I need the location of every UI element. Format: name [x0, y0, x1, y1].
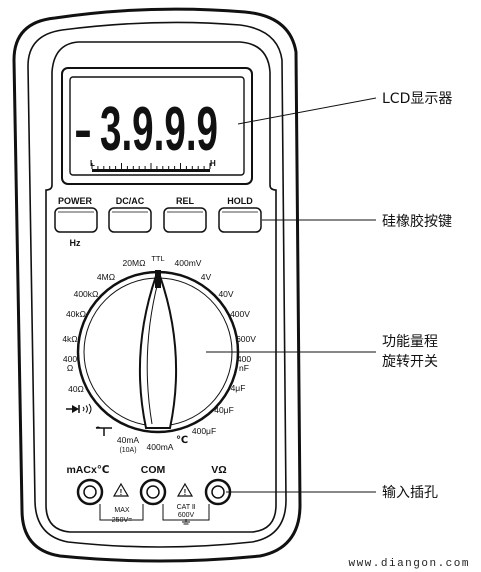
range-600v: 600V: [236, 334, 256, 344]
max-rating: 250V=: [112, 517, 132, 524]
range-400ohm-num: 400: [63, 354, 77, 364]
lcd-bargraph: [92, 169, 210, 172]
warning-icon-right: !: [176, 482, 194, 497]
lcd-bargraph-ticks: [91, 163, 211, 169]
range-4uf: 4μF: [231, 383, 246, 393]
max-rating-bracket: [99, 504, 144, 521]
range-400nf-unit: nF: [239, 363, 249, 373]
range-40kohm: 40kΩ: [66, 309, 86, 319]
lcd-bar-high-label: H: [210, 159, 216, 168]
lcd-digits: 3.9.9.9: [100, 95, 218, 164]
callout-dial-line1: 功能量程: [382, 334, 438, 350]
callout-jacks: 输入插孔: [382, 485, 438, 501]
range-4v: 4V: [201, 272, 212, 282]
lcd-display: - 3.9.9.9 L H: [61, 67, 253, 185]
callout-lcd: LCD显示器: [382, 91, 452, 107]
svg-text:!: !: [120, 488, 123, 497]
jack-ma-socket-inner: [83, 485, 97, 499]
range-400v: 400V: [230, 309, 250, 319]
range-4mohm: 4MΩ: [97, 272, 115, 282]
jack-left-label: mACx℃: [66, 464, 109, 476]
jack-com-socket-inner: [146, 485, 160, 499]
jack-vohm-socket-inner: [211, 485, 225, 499]
range-400mv: 400mV: [175, 258, 202, 268]
range-40ma-10a: (10A): [119, 447, 136, 454]
diode-continuity-icon: [66, 403, 92, 415]
range-20mohm: 20MΩ: [123, 258, 146, 268]
hold-button[interactable]: [218, 207, 262, 233]
range-4kohm: 4kΩ: [62, 334, 77, 344]
max-label: MAX: [114, 507, 130, 514]
range-400kohm: 400kΩ: [74, 289, 99, 299]
dial-pointer: [155, 270, 161, 288]
lcd-screen: [69, 76, 245, 176]
rel-label: REL: [176, 196, 195, 206]
multimeter-holster-inner: [27, 21, 287, 548]
range-ttl: TTL: [151, 254, 164, 263]
range-40v: 40V: [218, 289, 233, 299]
warning-icon-left: !: [112, 482, 130, 497]
dcac-button[interactable]: [108, 207, 152, 233]
thermocouple-icon: [95, 426, 112, 436]
ground-icon: [182, 519, 190, 525]
svg-text:!: !: [184, 488, 187, 497]
callout-dial-line2: 旋转开关: [382, 354, 438, 370]
hz-label: Hz: [70, 238, 81, 248]
rotary-switch[interactable]: [76, 270, 240, 434]
watermark: www.diangon.com: [348, 558, 470, 570]
hold-label: HOLD: [227, 196, 253, 206]
lcd-sign: -: [74, 100, 92, 160]
range-400nf-num: 400: [237, 354, 251, 364]
range-400uf: 400μF: [192, 426, 216, 436]
range-40uf: 40μF: [214, 405, 234, 415]
callout-line-lcd: [237, 97, 377, 125]
callout-lines: [206, 97, 377, 493]
dial-range-labels: 20MΩ TTL 400mV 4MΩ 4V 400kΩ 40V 40kΩ 400…: [62, 254, 256, 454]
callout-buttons: 硅橡胶按键: [382, 213, 452, 230]
power-label: POWER: [58, 196, 93, 206]
range-40ma: 40mA: [117, 435, 140, 445]
dial-knob-grip[interactable]: [138, 275, 178, 429]
power-button[interactable]: [54, 207, 98, 233]
range-temperature: ℃: [176, 435, 188, 446]
dcac-label: DC/AC: [116, 196, 145, 206]
input-jacks: ! ! MAX 250V= CAT Ⅱ 600V: [76, 478, 232, 525]
jack-com-label: COM: [141, 464, 166, 476]
cat-label: CAT Ⅱ: [177, 504, 196, 511]
cat-rating: 600V: [178, 512, 195, 519]
range-400ohm-unit: Ω: [67, 363, 73, 373]
jack-right-label: VΩ: [211, 464, 226, 476]
rel-button[interactable]: [163, 207, 207, 233]
range-400ma: 400mA: [147, 442, 174, 452]
button-row: POWER DC/AC REL HOLD Hz: [54, 196, 262, 248]
range-40ohm: 40Ω: [68, 384, 84, 394]
dial-knob-grip-highlight: [146, 281, 159, 425]
